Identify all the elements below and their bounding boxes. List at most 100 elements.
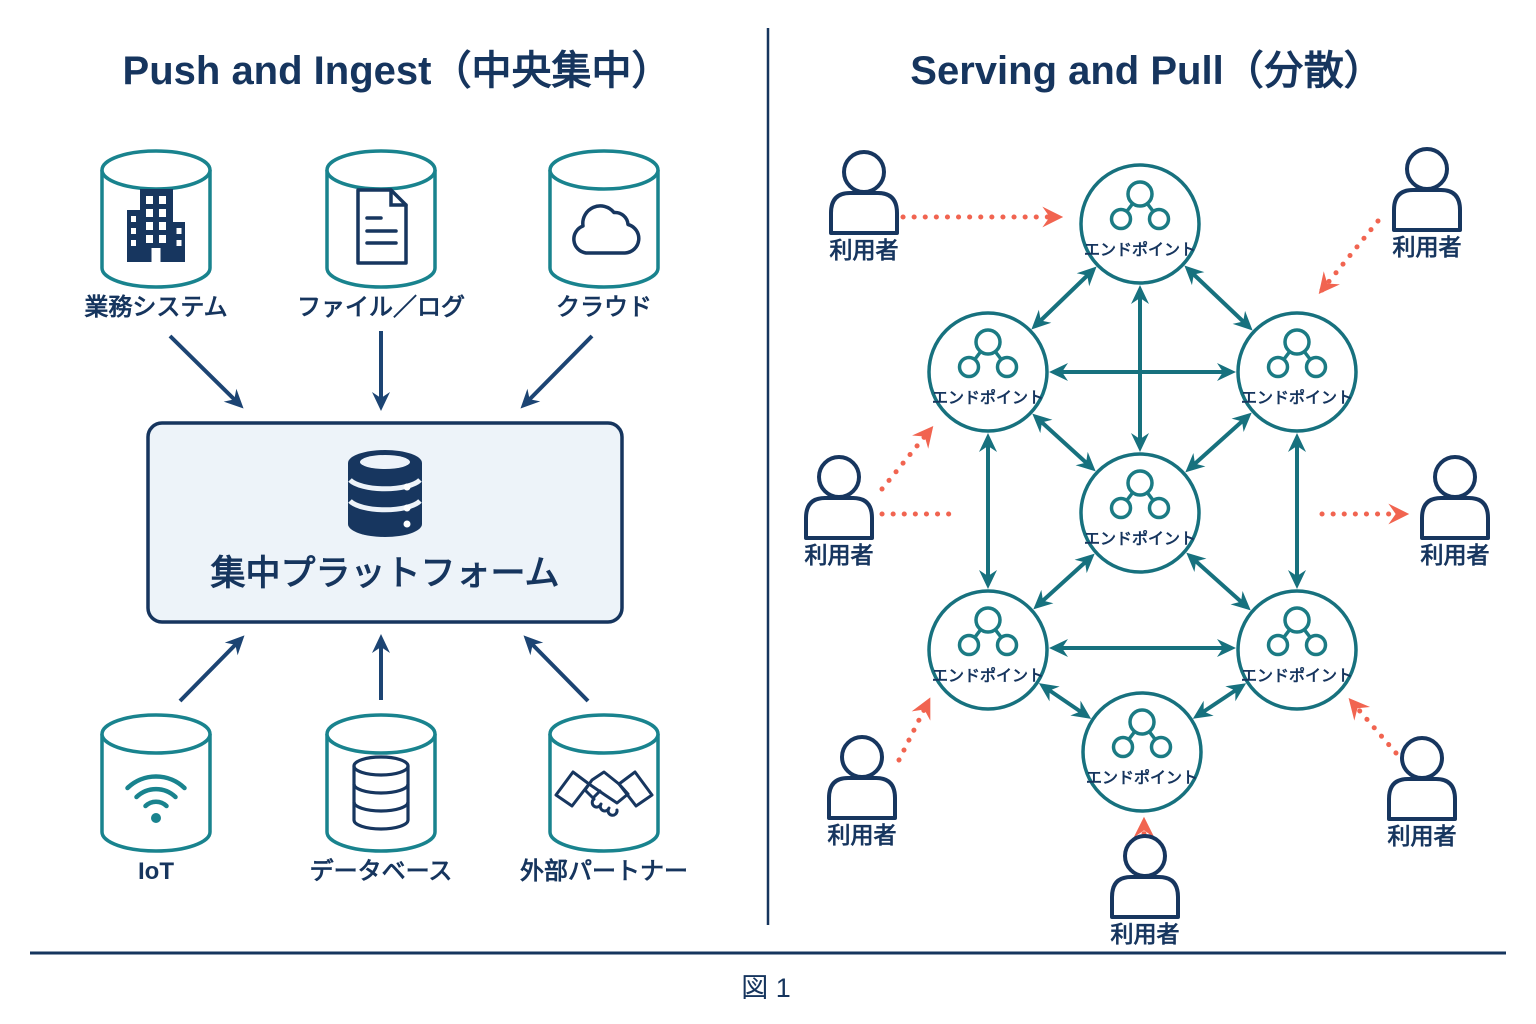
cylinder-top xyxy=(100,713,212,755)
source-database: データベース xyxy=(310,713,453,885)
platform-label: 集中プラットフォーム xyxy=(210,554,560,593)
push-arrow xyxy=(523,635,590,703)
endpoint-label: エンドポイント xyxy=(1241,388,1353,407)
mesh-link xyxy=(1185,412,1252,473)
user-label: 利用者 xyxy=(828,822,897,848)
document-icon xyxy=(356,188,408,265)
cylinder-top xyxy=(548,149,660,191)
handshake-icon xyxy=(554,770,654,817)
source-label: クラウド xyxy=(556,294,652,321)
cloud-icon xyxy=(572,204,641,255)
source-label: 業務システム xyxy=(84,294,227,321)
person-icon xyxy=(1123,834,1167,878)
mesh-link xyxy=(1192,683,1247,719)
source-label: IoT xyxy=(138,858,174,885)
mesh-link xyxy=(1038,683,1092,719)
pull-arrow xyxy=(879,425,934,492)
user-mid-left: 利用者 xyxy=(804,455,874,568)
source-label: ファイル／ログ xyxy=(297,294,465,321)
pull-arrow xyxy=(1348,698,1399,756)
user-top-right: 利用者 xyxy=(1392,147,1462,260)
mesh-link xyxy=(1186,552,1251,611)
endpoint-circle xyxy=(927,589,1049,711)
person-icon xyxy=(1433,455,1477,499)
user-label: 利用者 xyxy=(1393,234,1462,260)
network-node-icon xyxy=(957,328,1019,379)
mesh-link xyxy=(1033,553,1095,610)
left-panel-title: Push and Ingest（中央集中） xyxy=(123,49,672,93)
endpoint-mid-left: エンドポイント xyxy=(927,311,1049,433)
source-external-partner: 外部パートナー xyxy=(520,713,688,885)
pull-arrow xyxy=(1318,218,1381,295)
network-node-icon xyxy=(1266,606,1328,657)
source-file-log: ファイル／ログ xyxy=(297,149,465,321)
left-panel: Push and Ingest（中央集中） xyxy=(84,49,688,885)
endpoint-label: エンドポイント xyxy=(1241,666,1353,685)
mesh-link xyxy=(1032,413,1096,472)
source-iot: IoT xyxy=(100,713,212,885)
pull-arrow xyxy=(896,697,931,763)
endpoint-circle xyxy=(1079,452,1201,574)
right-panel-title: Serving and Pull（分散） xyxy=(910,49,1383,93)
user-label: 利用者 xyxy=(805,542,874,568)
user-label: 利用者 xyxy=(1421,542,1490,568)
central-platform: 集中プラットフォーム xyxy=(146,421,624,624)
source-label: 外部パートナー xyxy=(520,857,688,885)
endpoint-bottom-right: エンドポイント xyxy=(1236,589,1358,711)
person-icon xyxy=(840,735,884,779)
mesh-link xyxy=(1184,265,1253,331)
pull-arrows xyxy=(879,206,1410,859)
user-top-left: 利用者 xyxy=(829,150,899,263)
mesh-link xyxy=(1031,266,1097,330)
push-arrows-top xyxy=(168,331,594,411)
endpoint-circle xyxy=(1236,311,1358,433)
endpoint-center: エンドポイント xyxy=(1079,452,1201,574)
user-bottom-left: 利用者 xyxy=(827,735,897,848)
user-label: 利用者 xyxy=(1111,921,1180,947)
user-bottom-right: 利用者 xyxy=(1387,736,1457,849)
network-node-icon xyxy=(1109,469,1171,520)
push-arrows-bottom xyxy=(178,634,590,703)
source-label: データベース xyxy=(310,857,453,885)
user-mid-right: 利用者 xyxy=(1420,455,1490,568)
network-node-icon xyxy=(1111,708,1173,759)
database-icon xyxy=(348,450,422,537)
person-icon xyxy=(842,150,886,194)
endpoint-bottom-left: エンドポイント xyxy=(927,589,1049,711)
wifi-icon xyxy=(125,774,187,823)
cylinder-top xyxy=(325,713,437,755)
right-panel: Serving and Pull（分散） xyxy=(804,49,1490,947)
source-cloud: クラウド xyxy=(548,149,660,321)
cylinder-top xyxy=(548,713,660,755)
cylinder-top xyxy=(100,149,212,191)
mesh-links xyxy=(979,265,1306,719)
push-arrow xyxy=(168,334,244,409)
endpoint-circle xyxy=(1236,589,1358,711)
user-bottom-center: 利用者 xyxy=(1110,834,1180,947)
endpoint-label: エンドポイント xyxy=(1084,240,1196,259)
push-arrow xyxy=(520,334,594,409)
endpoint-label: エンドポイント xyxy=(1086,768,1198,787)
person-icon xyxy=(817,455,861,499)
endpoint-label: エンドポイント xyxy=(932,388,1044,407)
endpoint-circle xyxy=(927,311,1049,433)
person-icon xyxy=(1405,147,1449,191)
cylinder xyxy=(100,734,212,853)
endpoint-top: エンドポイント xyxy=(1079,163,1201,285)
endpoint-bottom-center: エンドポイント xyxy=(1081,691,1203,813)
building-icon xyxy=(127,189,185,262)
network-node-icon xyxy=(1109,180,1171,231)
cylinder-top xyxy=(325,149,437,191)
endpoint-mid-right: エンドポイント xyxy=(1236,311,1358,433)
source-business-system: 業務システム xyxy=(84,149,228,321)
endpoint-circle xyxy=(1081,691,1203,813)
figure-caption: 図 1 xyxy=(741,973,791,1003)
network-node-icon xyxy=(957,606,1019,657)
database-stack-icon xyxy=(352,755,410,831)
endpoint-label: エンドポイント xyxy=(1084,529,1196,548)
network-node-icon xyxy=(1266,328,1328,379)
endpoint-label: エンドポイント xyxy=(932,666,1044,685)
person-icon xyxy=(1400,736,1444,780)
endpoint-circle xyxy=(1079,163,1201,285)
